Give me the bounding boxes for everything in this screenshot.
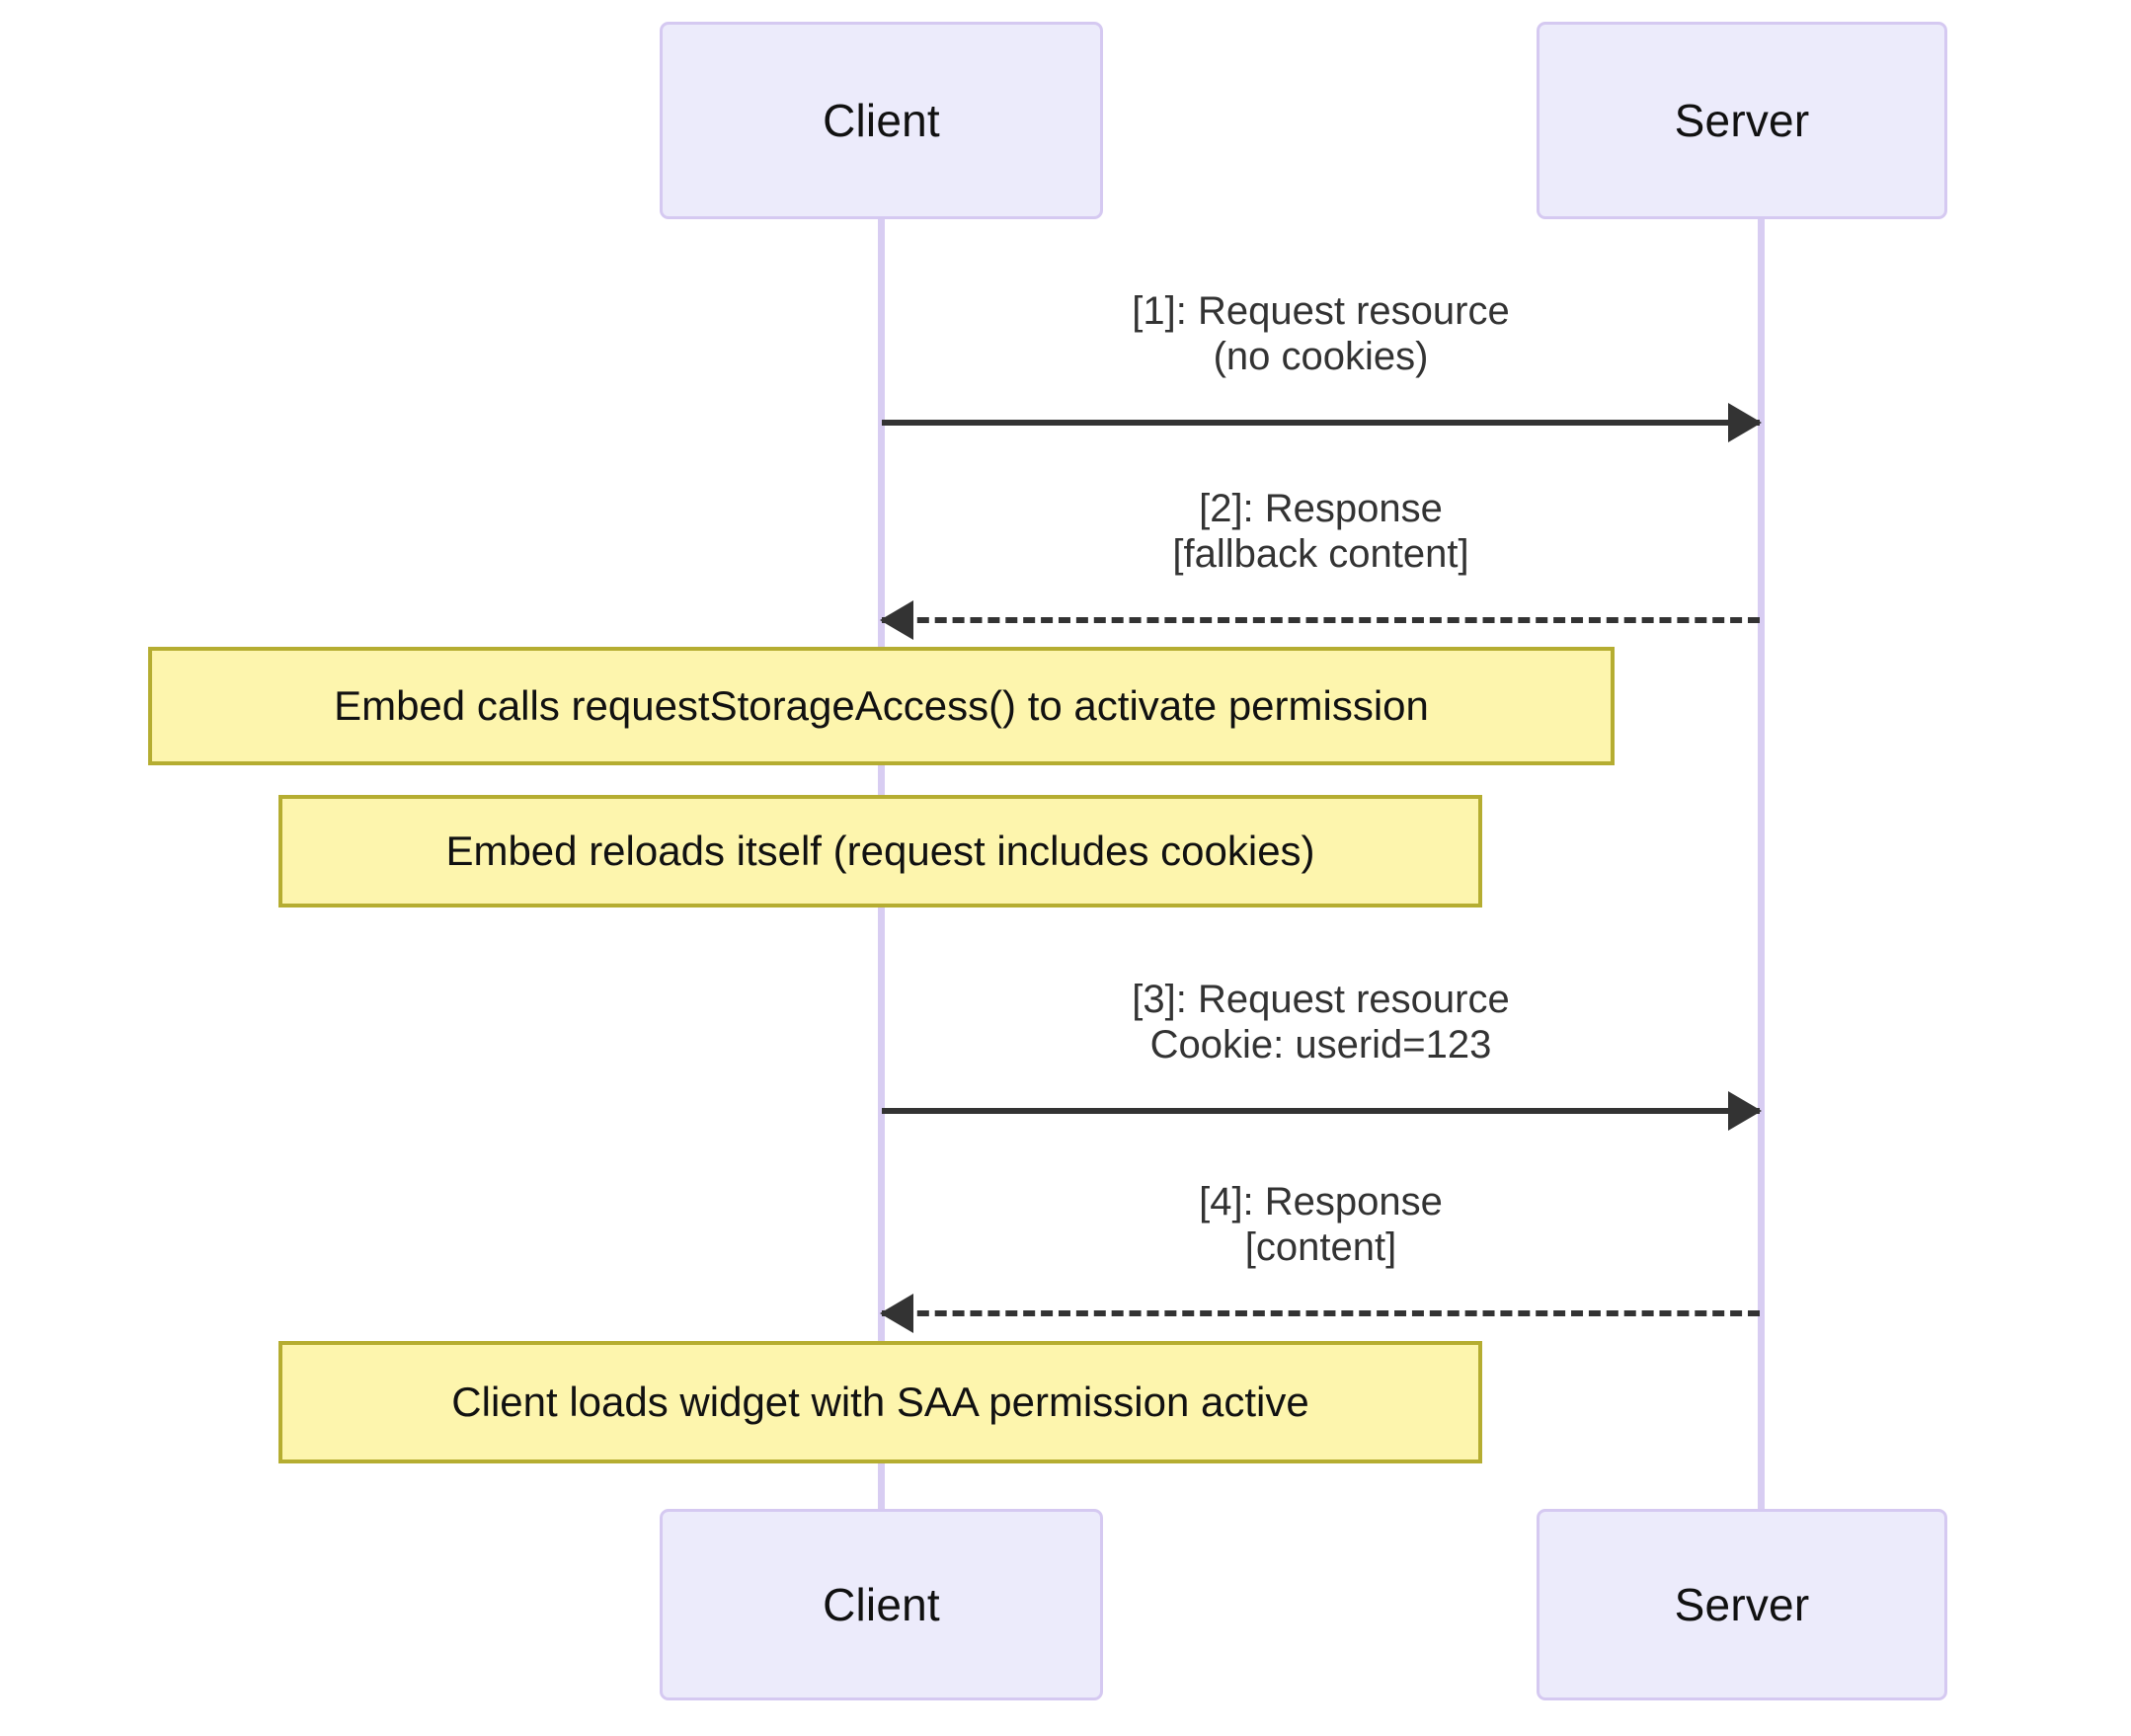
arrowhead-right-icon xyxy=(1728,403,1762,442)
arrowhead-left-icon xyxy=(880,600,913,640)
note-2-text: Embed reloads itself (request includes c… xyxy=(445,828,1315,874)
message-line-1 xyxy=(882,420,1760,426)
message-line-4 xyxy=(882,1310,1760,1316)
actor-box-client-bottom[interactable]: Client xyxy=(660,1509,1103,1700)
arrowhead-left-icon xyxy=(880,1294,913,1333)
actor-label-client-top: Client xyxy=(823,95,940,146)
message-line-2 xyxy=(882,617,1760,623)
actor-label-server-top: Server xyxy=(1674,95,1810,146)
message-line-3 xyxy=(882,1108,1760,1114)
actor-box-server-bottom[interactable]: Server xyxy=(1537,1509,1947,1700)
message-label-1: [1]: Request resource (no cookies) xyxy=(1132,289,1510,378)
note-1-text: Embed calls requestStorageAccess() to ac… xyxy=(334,682,1429,729)
message-label-4: [4]: Response [content] xyxy=(1199,1180,1443,1269)
actor-label-client-bottom: Client xyxy=(823,1579,940,1630)
note-3: Client loads widget with SAA permission … xyxy=(278,1341,1482,1463)
actor-box-server-top[interactable]: Server xyxy=(1537,22,1947,219)
lifeline-server xyxy=(1758,219,1765,1509)
note-3-text: Client loads widget with SAA permission … xyxy=(451,1379,1309,1425)
actor-box-client-top[interactable]: Client xyxy=(660,22,1103,219)
message-label-2: [2]: Response [fallback content] xyxy=(1172,487,1469,576)
note-1: Embed calls requestStorageAccess() to ac… xyxy=(148,647,1615,765)
message-label-3: [3]: Request resource Cookie: userid=123 xyxy=(1132,978,1510,1066)
arrowhead-right-icon xyxy=(1728,1091,1762,1131)
note-2: Embed reloads itself (request includes c… xyxy=(278,795,1482,907)
actor-label-server-bottom: Server xyxy=(1674,1579,1810,1630)
